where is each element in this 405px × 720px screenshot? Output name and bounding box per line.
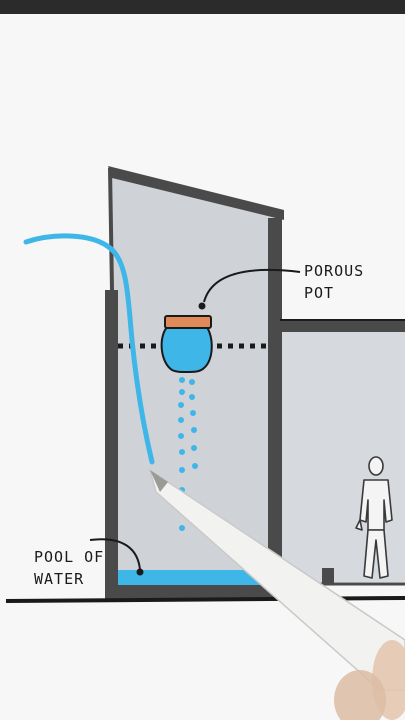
pot-label-line2: POT: [304, 284, 334, 302]
tower-upper-left-edge: [108, 167, 114, 291]
tower-right-wall: [268, 218, 282, 588]
stylus-pen-icon: [148, 468, 405, 720]
pool-label-line1: POOL OF: [34, 548, 104, 566]
person-figure-icon: [355, 456, 393, 579]
porous-pot-icon: [160, 315, 213, 373]
tower-floor-slab: [105, 585, 283, 599]
room-threshold: [322, 568, 334, 584]
water-inflow-stream: [23, 233, 155, 465]
pot-label-line1: POROUS: [304, 262, 364, 280]
tower-roof: [108, 166, 284, 220]
pool-leader-line: [89, 538, 141, 571]
tower-left-wall: [105, 290, 118, 602]
pool-label-line2: WATER: [34, 570, 84, 588]
pool-of-water: [118, 570, 270, 585]
screen-top-edge: [0, 0, 405, 14]
adjacent-room: [280, 330, 405, 582]
pot-leader-line: [203, 268, 301, 303]
room-ceiling: [280, 320, 405, 332]
